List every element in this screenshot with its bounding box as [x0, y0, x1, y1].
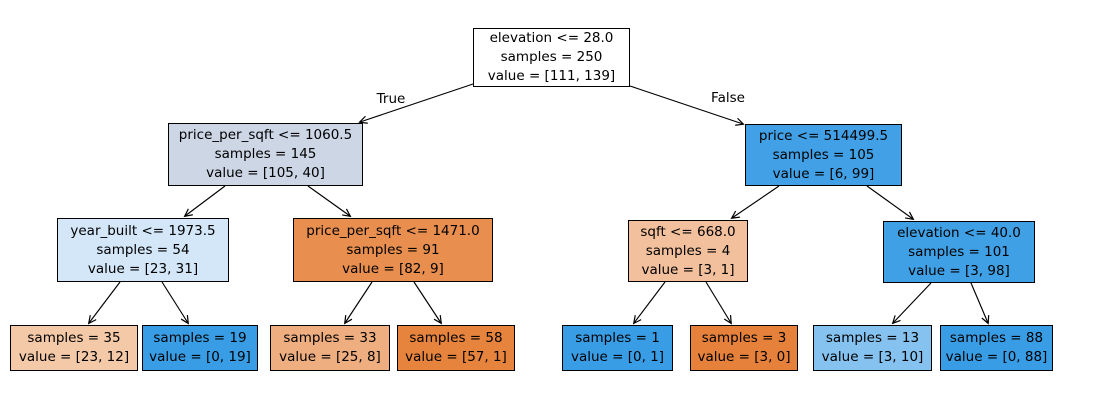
edge-root-left	[360, 83, 474, 122]
tree-node-sqft-668-0: sqft <= 668.0 samples = 4 value = [3, 1]	[628, 220, 748, 282]
node-value: value = [23, 31]	[87, 260, 199, 277]
edge-label-true: True	[376, 91, 406, 107]
tree-node-price-514499-5: price <= 514499.5 samples = 105 value = …	[745, 124, 902, 186]
node-value: value = [0, 19]	[149, 349, 251, 365]
edge-label-false: False	[711, 90, 745, 106]
node-condition: elevation <= 40.0	[897, 224, 1021, 241]
edge-r-rr	[866, 185, 913, 219]
node-value: value = [3, 98]	[908, 262, 1010, 279]
node-condition: price_per_sqft <= 1060.5	[178, 127, 353, 143]
node-samples: samples = 54	[96, 241, 190, 258]
node-value: value = [105, 40]	[206, 165, 325, 181]
tree-leaf-6: samples = 3 value = [3, 0]	[690, 325, 798, 371]
node-samples: samples = 33	[283, 330, 377, 346]
node-samples: samples = 13	[825, 330, 920, 346]
tree-node-year-built-1973-5: year_built <= 1973.5 samples = 54 value …	[57, 218, 229, 282]
edge-lr-lrl	[345, 281, 373, 323]
node-value: value = [111, 139]	[487, 68, 616, 84]
edge-r-rl	[732, 185, 780, 218]
node-value: value = [0, 1]	[570, 349, 665, 365]
edge-lr-lrr	[413, 281, 441, 323]
tree-leaf-3: samples = 33 value = [25, 8]	[270, 325, 390, 371]
node-condition: year_built <= 1973.5	[70, 222, 216, 239]
tree-node-price-per-sqft-1060-5: price_per_sqft <= 1060.5 samples = 145 v…	[168, 123, 363, 186]
node-samples: samples = 105	[772, 146, 875, 163]
tree-node-price-per-sqft-1471-0: price_per_sqft <= 1471.0 samples = 91 va…	[293, 218, 493, 282]
tree-leaf-4: samples = 58 value = [57, 1]	[397, 325, 515, 371]
node-value: value = [25, 8]	[279, 349, 381, 365]
node-condition: elevation <= 28.0	[489, 30, 614, 46]
tree-node-root: elevation <= 28.0 samples = 250 value = …	[473, 28, 630, 87]
tree-leaf-8: samples = 88 value = [0, 88]	[940, 325, 1053, 371]
tree-node-elevation-40-0: elevation <= 40.0 samples = 101 value = …	[883, 221, 1035, 283]
tree-leaf-5: samples = 1 value = [0, 1]	[562, 325, 673, 371]
node-value: value = [3, 10]	[821, 349, 924, 365]
node-samples: samples = 58	[409, 330, 503, 346]
node-value: value = [6, 99]	[772, 165, 875, 182]
node-condition: price_per_sqft <= 1471.0	[306, 222, 480, 239]
edge-rr-rrr	[970, 282, 988, 323]
node-value: value = [3, 0]	[697, 349, 791, 365]
node-samples: samples = 250	[500, 49, 603, 65]
edge-rl-rlr	[705, 281, 731, 323]
node-value: value = [82, 9]	[342, 260, 444, 277]
tree-leaf-1: samples = 35 value = [23, 12]	[10, 325, 138, 371]
edge-ll-llr	[161, 281, 188, 323]
node-value: value = [0, 88]	[945, 349, 1048, 365]
node-value: value = [23, 12]	[18, 349, 130, 365]
edge-rr-rrl	[893, 282, 932, 323]
node-samples: samples = 91	[346, 241, 440, 258]
edge-root-right	[629, 85, 743, 124]
node-samples: samples = 145	[214, 146, 317, 162]
node-samples: samples = 1	[575, 330, 660, 346]
node-condition: price <= 514499.5	[758, 127, 889, 144]
node-value: value = [3, 1]	[641, 261, 735, 278]
tree-leaf-7: samples = 13 value = [3, 10]	[813, 325, 932, 371]
node-samples: samples = 101	[908, 243, 1010, 260]
node-samples: samples = 88	[949, 330, 1044, 346]
node-samples: samples = 4	[645, 242, 731, 259]
node-samples: samples = 3	[701, 330, 787, 346]
tree-leaf-2: samples = 19 value = [0, 19]	[142, 325, 258, 371]
node-samples: samples = 35	[27, 330, 121, 346]
edge-rl-rll	[634, 281, 666, 323]
node-condition: sqft <= 668.0	[640, 223, 736, 240]
edge-ll-lll	[89, 281, 121, 323]
edge-l-lr	[307, 185, 350, 216]
node-samples: samples = 19	[153, 330, 247, 346]
node-value: value = [57, 1]	[405, 349, 507, 365]
edge-l-ll	[185, 185, 226, 216]
